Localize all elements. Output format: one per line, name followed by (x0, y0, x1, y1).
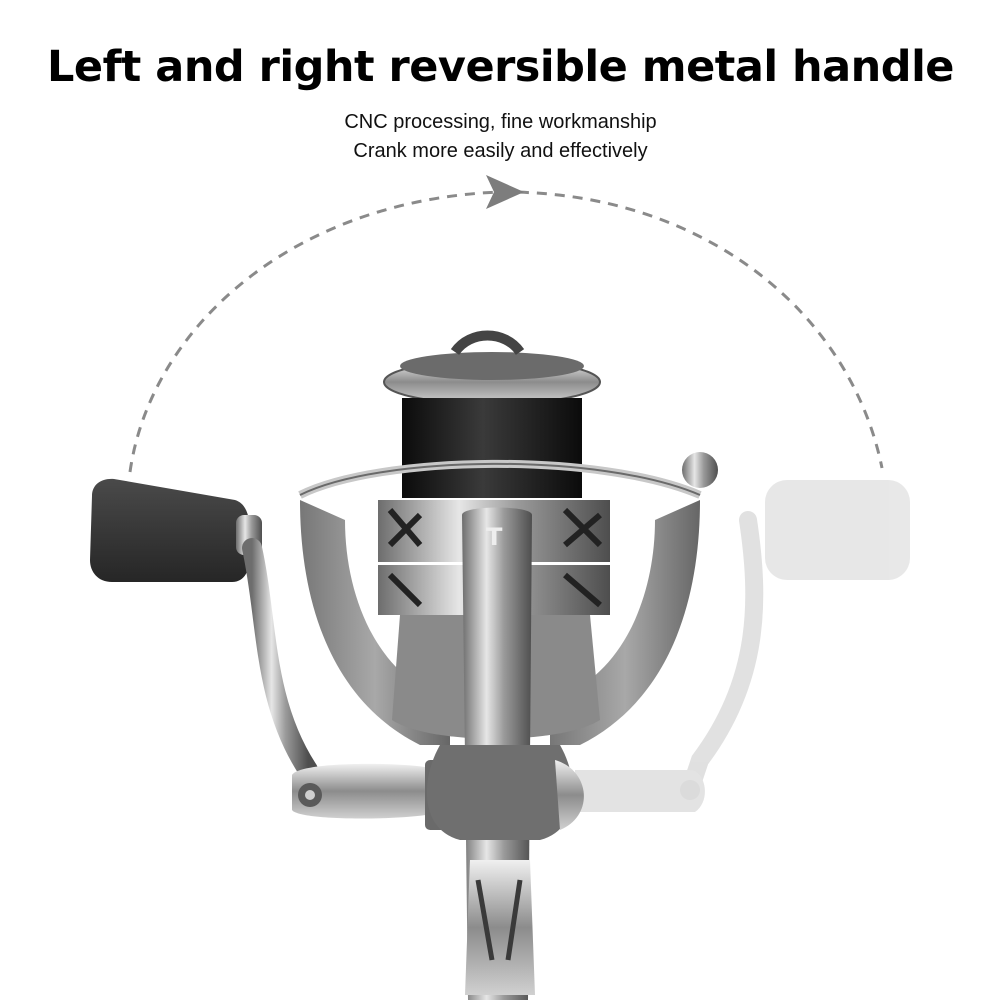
subtitle-line-1: CNC processing, fine workmanship (344, 111, 657, 133)
rotation-arc-arrow-icon (128, 175, 884, 473)
subtitle-line-2: Crank more easily and effectively (353, 140, 648, 162)
reel-logo-text: T (486, 523, 503, 551)
headline: Left and right reversible metal handle (47, 42, 954, 92)
fishing-reel-icon: T (298, 330, 718, 1000)
ghost-right-handle (575, 480, 910, 812)
